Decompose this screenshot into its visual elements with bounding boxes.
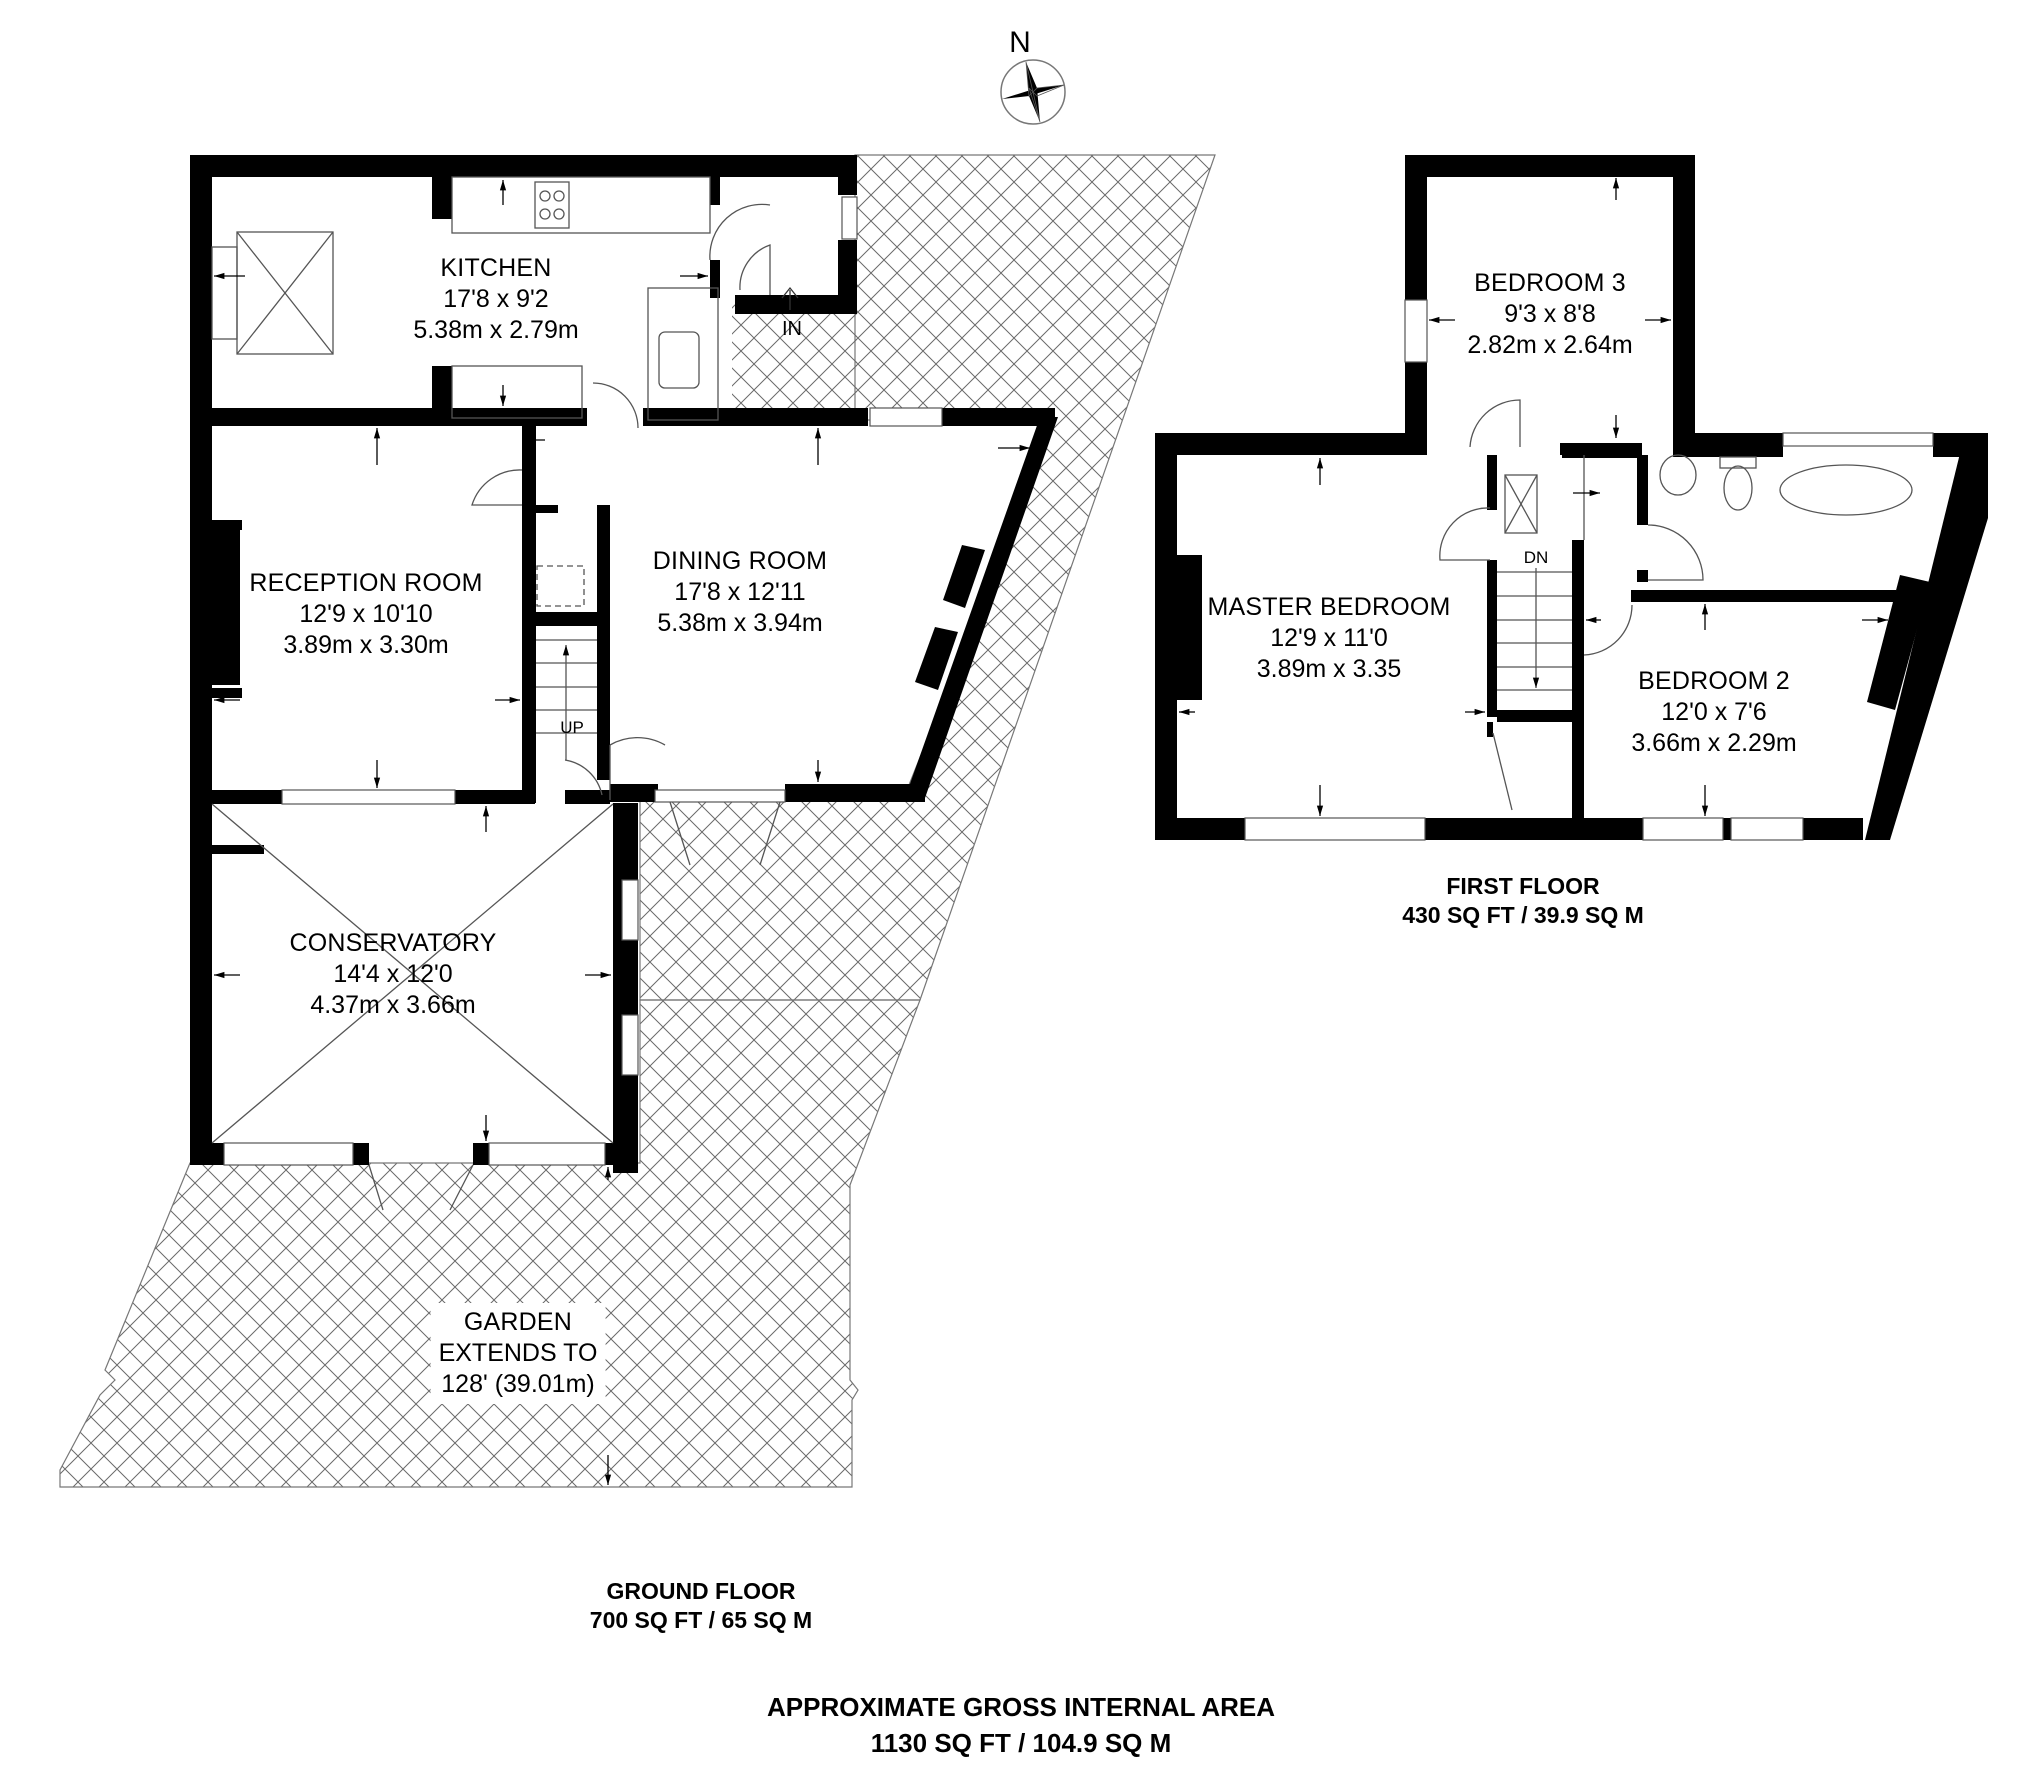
room-name: RECEPTION ROOM <box>249 569 483 597</box>
first-floor-walls <box>1155 155 1988 840</box>
garden-line-3: 128' (39.01m) <box>441 1370 595 1398</box>
room-dining-room[interactable]: DINING ROOM 17'8 x 12'11 5.38m x 3.94m <box>653 546 827 639</box>
gross-internal-area-caption: APPROXIMATE GROSS INTERNAL AREA 1130 SQ … <box>767 1689 1275 1761</box>
room-name: BEDROOM 3 <box>1474 269 1626 297</box>
room-dimensions-imperial: 14'4 x 12'0 <box>333 960 453 988</box>
garden-line-1: GARDEN <box>463 1308 573 1336</box>
room-dimensions-metric: 3.89m x 3.35 <box>1256 655 1402 683</box>
compass-north-label: N <box>1009 26 1031 59</box>
stairs-up-label: UP <box>560 718 584 737</box>
ground-floor-dimension-arrows <box>214 180 1030 1485</box>
room-reception-room[interactable]: RECEPTION ROOM 12'9 x 10'10 3.89m x 3.30… <box>249 568 482 661</box>
room-dimensions-metric: 2.82m x 2.64m <box>1467 331 1633 359</box>
room-dimensions-imperial: 12'9 x 10'10 <box>299 600 433 628</box>
room-dimensions-metric: 3.89m x 3.30m <box>283 631 449 659</box>
first-floor-dimension-arrows <box>1179 178 1888 816</box>
room-name: MASTER BEDROOM <box>1207 593 1451 621</box>
toilet-icon <box>1723 465 1753 511</box>
first-floor-windows <box>1244 299 1934 841</box>
ground-floor-title: GROUND FLOOR <box>606 1578 796 1604</box>
first-floor-area: 430 SQ FT / 39.9 SQ M <box>1402 902 1644 928</box>
bathtub-icon <box>1779 464 1913 516</box>
room-dimensions-imperial: 12'0 x 7'6 <box>1661 698 1767 726</box>
first-floor-caption: FIRST FLOOR 430 SQ FT / 39.9 SQ M <box>1402 872 1644 930</box>
ground-floor-area: 700 SQ FT / 65 SQ M <box>589 1607 813 1633</box>
gross-internal-area-value: 1130 SQ FT / 104.9 SQ M <box>870 1728 1172 1758</box>
hob-icon <box>534 181 570 229</box>
stairs-down-label: DN <box>1523 548 1549 567</box>
sink-icon <box>658 331 700 389</box>
ground-floor-walls <box>190 155 1058 1173</box>
ground-floor-windows <box>223 196 943 1166</box>
room-dimensions-metric: 4.37m x 3.66m <box>310 991 476 1019</box>
compass-rose-icon <box>1000 59 1066 125</box>
room-name: KITCHEN <box>440 254 552 282</box>
room-dimensions-imperial: 9'3 x 8'8 <box>1504 300 1596 328</box>
washbasin-icon <box>1659 454 1697 496</box>
kitchen-fixtures <box>211 176 799 429</box>
room-name: DINING ROOM <box>652 547 828 575</box>
first-floor-fixtures <box>1439 399 1913 811</box>
room-name: CONSERVATORY <box>289 929 497 957</box>
ground-floor-fixtures <box>211 469 781 1211</box>
ground-floor-caption: GROUND FLOOR 700 SQ FT / 65 SQ M <box>590 1577 812 1635</box>
garden-hatch-area <box>59 154 1216 1488</box>
room-bedroom-3[interactable]: BEDROOM 3 9'3 x 8'8 2.82m x 2.64m <box>1467 268 1632 361</box>
room-dimensions-metric: 5.38m x 2.79m <box>413 316 579 344</box>
room-dimensions-imperial: 17'8 x 12'11 <box>674 578 806 606</box>
room-dimensions-metric: 3.66m x 2.29m <box>1631 729 1797 757</box>
room-dimensions-metric: 5.38m x 3.94m <box>657 609 823 637</box>
room-dimensions-imperial: 12'9 x 11'0 <box>1270 624 1388 652</box>
garden-label[interactable]: GARDEN EXTENDS TO 128' (39.01m) <box>430 1303 606 1404</box>
first-floor-title: FIRST FLOOR <box>1446 873 1600 899</box>
room-dimensions-imperial: 17'8 x 9'2 <box>443 285 549 313</box>
room-kitchen[interactable]: KITCHEN 17'8 x 9'2 5.38m x 2.79m <box>413 253 578 346</box>
room-master-bedroom[interactable]: MASTER BEDROOM 12'9 x 11'0 3.89m x 3.35 <box>1207 592 1450 685</box>
room-conservatory[interactable]: CONSERVATORY 14'4 x 12'0 4.37m x 3.66m <box>289 928 496 1021</box>
gross-internal-area-title: APPROXIMATE GROSS INTERNAL AREA <box>766 1692 1276 1722</box>
entrance-label: IN <box>782 318 802 340</box>
garden-line-2: EXTENDS TO <box>438 1339 598 1367</box>
room-name: BEDROOM 2 <box>1638 667 1790 695</box>
room-bedroom-2[interactable]: BEDROOM 2 12'0 x 7'6 3.66m x 2.29m <box>1631 666 1796 759</box>
